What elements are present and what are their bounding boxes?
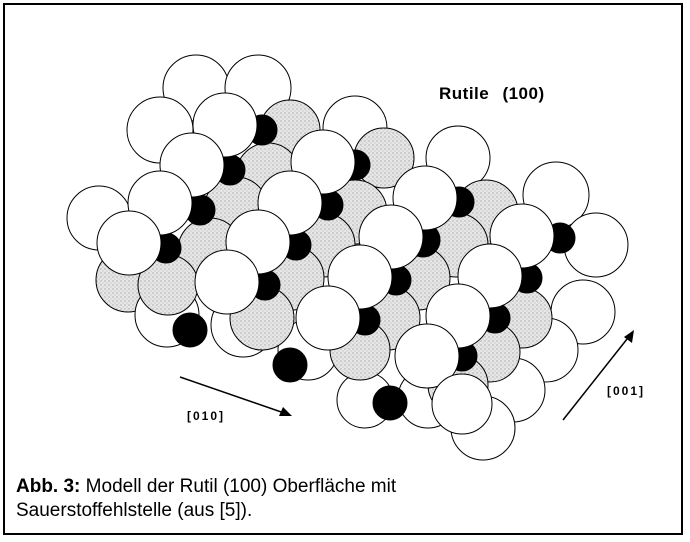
oxygen-atom xyxy=(431,373,493,435)
figure-title: Rutile (100) xyxy=(439,84,545,103)
figure-caption: Abb. 3: Modell der Rutil (100) Oberfläch… xyxy=(16,475,576,523)
cation-atom xyxy=(272,347,308,383)
oxygen-atom xyxy=(96,210,162,276)
caption-label: Abb. 3: xyxy=(16,476,81,497)
oxygen-atom xyxy=(394,323,460,389)
direction-arrow-001 xyxy=(562,330,634,421)
caption-line-1: Modell der Rutil (100) Oberfläche mit xyxy=(80,476,397,497)
direction-label-010: [010] xyxy=(187,409,226,423)
direction-label-001: [001] xyxy=(607,384,646,398)
oxygen-atom xyxy=(295,285,361,351)
direction-arrow-010 xyxy=(179,376,292,416)
cation-atom xyxy=(372,385,408,421)
caption-line-2: Sauerstoffehlstelle (aus [5]). xyxy=(16,500,253,521)
oxygen-atom xyxy=(194,249,260,315)
cation-atom xyxy=(172,312,208,348)
